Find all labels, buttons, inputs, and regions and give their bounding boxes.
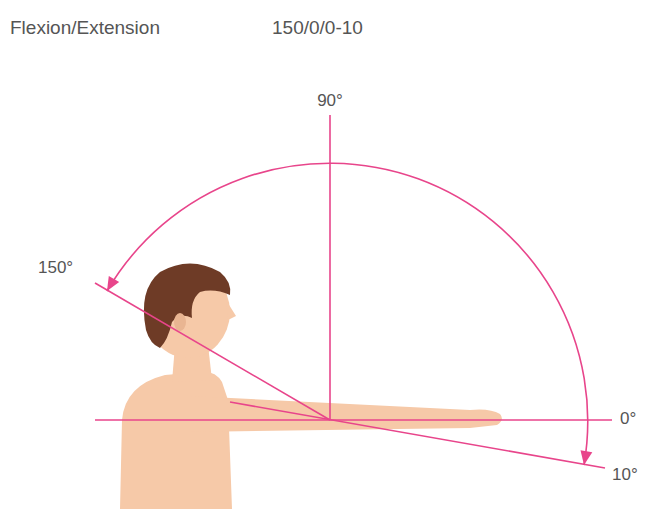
angle-label: 90° xyxy=(317,92,343,111)
arrowhead xyxy=(107,276,119,291)
angle-label: 150° xyxy=(38,259,73,278)
extension-line xyxy=(230,402,605,468)
torso xyxy=(120,372,232,509)
zero-line xyxy=(95,419,612,421)
arm xyxy=(190,396,502,432)
flexion-line xyxy=(95,283,330,420)
range-value: 150/0/0-10 xyxy=(272,18,363,39)
motion-arc xyxy=(107,163,588,465)
reference-lines xyxy=(95,115,612,468)
diagram-title: Flexion/Extension xyxy=(10,18,160,39)
ear xyxy=(174,313,186,331)
nose xyxy=(226,300,236,320)
arrowhead xyxy=(581,450,593,465)
hair xyxy=(144,264,230,349)
ninety-line xyxy=(329,115,331,420)
angle-label: 10° xyxy=(612,466,638,485)
person-figure xyxy=(120,264,502,509)
angle-label: 0° xyxy=(620,410,636,429)
